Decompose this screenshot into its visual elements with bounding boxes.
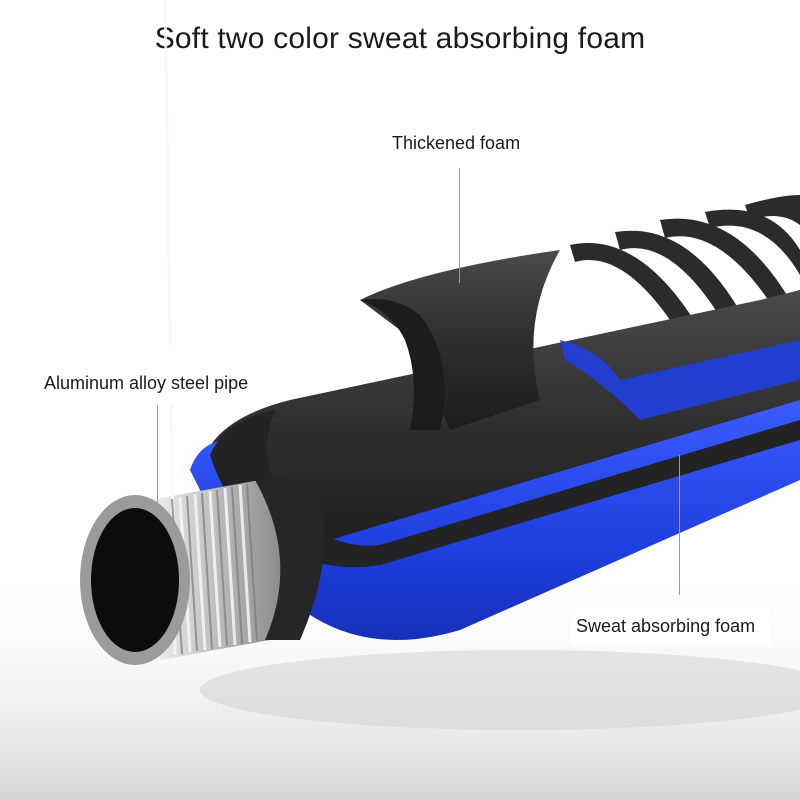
- leader-thickened-foam: [459, 168, 460, 283]
- inner-black-layer: [210, 410, 800, 568]
- label-steel-pipe: Aluminum alloy steel pipe: [44, 373, 249, 393]
- page-title: Soft two color sweat absorbing foam: [154, 22, 646, 55]
- black-foam-tube: [200, 290, 800, 568]
- label-bg-sweat-foam: [570, 605, 770, 645]
- thickened-foam-piece: [360, 250, 560, 430]
- leader-sweat-foam: [679, 455, 680, 595]
- label-bg-steel-pipe: [40, 345, 255, 405]
- label-sweat-foam: Sweat absorbing foam: [576, 616, 756, 636]
- label-thickened-foam: Thickened foam: [392, 133, 521, 153]
- pipe-opening: [91, 508, 179, 652]
- steel-pipe: [80, 0, 283, 665]
- leader-steel-pipe: [157, 405, 158, 510]
- object-shadow: [200, 650, 800, 730]
